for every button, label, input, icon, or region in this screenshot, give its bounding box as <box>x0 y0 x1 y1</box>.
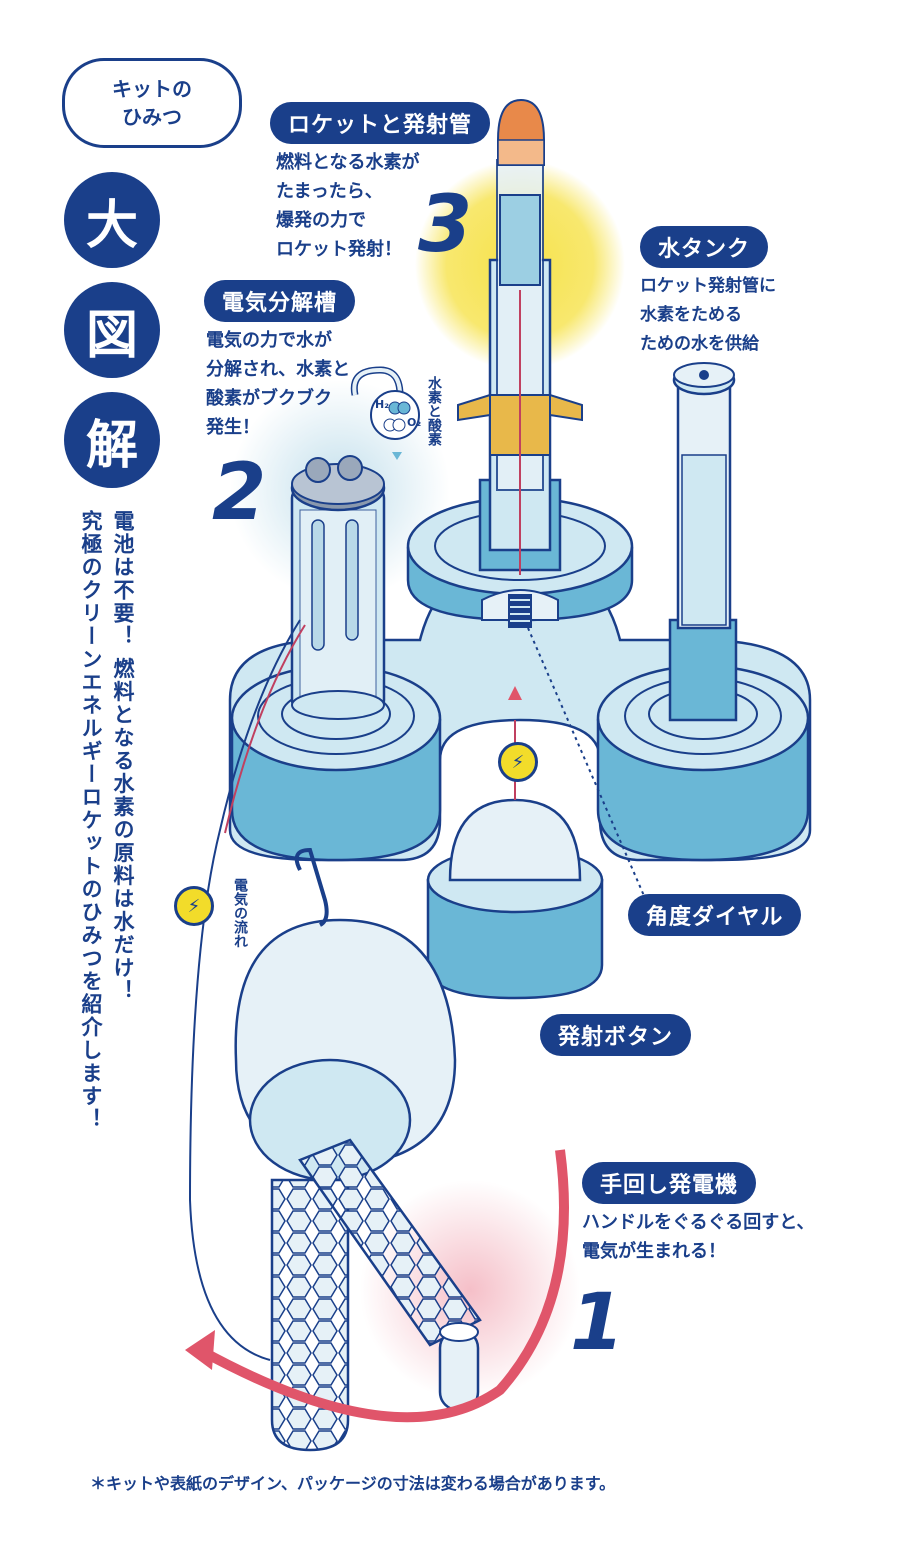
title-char-1: 大 <box>64 172 160 268</box>
electrolysis-number: 2 <box>212 448 267 538</box>
gas-label: 水素と酸素 <box>426 376 442 446</box>
water-tank <box>668 362 738 722</box>
electrolysis-label: 電気分解槽 <box>204 280 356 322</box>
angle-dial-label: 角度ダイヤル <box>628 894 802 936</box>
h2-label: H₂ <box>375 398 390 411</box>
intro-line-1: 電池は不要！ 燃料となる水素の原料は水だけ！ <box>111 510 135 1003</box>
generator-desc: ハンドルをぐるぐる回すと、 電気が生まれる！ <box>582 1212 815 1262</box>
bolt-icon: ⚡ <box>174 886 214 926</box>
generator-label: 手回し発電機 <box>582 1162 757 1204</box>
electrolysis-tank <box>290 366 404 720</box>
angle-dial-pointer <box>527 627 649 906</box>
rocket-desc: 燃料となる水素が たまったら、 爆発の力で ロケット発射！ <box>276 152 420 260</box>
title-char-2: 図 <box>64 282 160 378</box>
water-tank-desc: ロケット発射管に 水素をためる ための水を供給 <box>640 276 776 354</box>
bolt-icon: ⚡ <box>498 742 538 782</box>
electrolysis-desc: 電気の力で水が 分解され、水素と 酸素がブクブク 発生！ <box>206 330 351 438</box>
intro-line-2: 究極のクリーンエネルギーロケットのひみつを紹介します！ <box>79 510 103 1131</box>
hand-generator <box>234 918 482 1452</box>
generator-number: 1 <box>570 1278 625 1368</box>
wires <box>188 619 329 1361</box>
rotation-arrow <box>185 1149 569 1423</box>
launch-tube <box>457 159 583 575</box>
launch-button-label: 発射ボタン <box>540 1014 692 1056</box>
water-tank-label: 水タンク <box>640 226 769 268</box>
o2-label: O₂ <box>407 416 422 429</box>
rocket <box>497 98 545 166</box>
current-flow-label: 電気の流れ <box>232 878 248 948</box>
title-char-3: 解 <box>64 392 160 488</box>
rocket-number: 3 <box>418 180 473 270</box>
footnote: ＊キットや表紙のデザイン、パッケージの寸法は変わる場合があります。 <box>90 1474 616 1493</box>
intro-bubble: キットの ひみつ <box>62 58 242 148</box>
rocket-label: ロケットと発射管 <box>270 102 491 144</box>
gas-callout <box>370 390 420 460</box>
